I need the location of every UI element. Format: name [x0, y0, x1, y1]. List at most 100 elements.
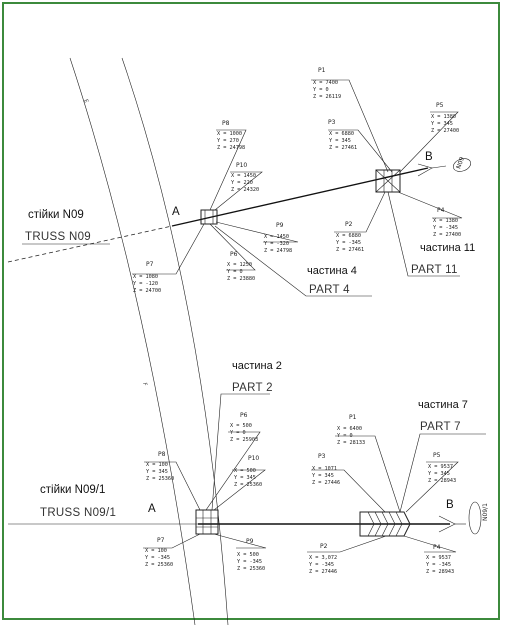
svg-text:Y = 270: Y = 270	[217, 138, 239, 144]
svg-text:Z = 27461: Z = 27461	[329, 145, 357, 151]
bottom-point-p8: P8 X = 100 Y = 345 Z = 25360	[146, 451, 174, 482]
bottom-part7-label: частина 7	[418, 399, 468, 411]
bottom-point-leaders	[143, 431, 459, 553]
svg-text:Y = 220: Y = 220	[231, 180, 253, 186]
svg-text:X = 100: X = 100	[145, 548, 167, 554]
svg-text:X = 7400: X = 7400	[313, 80, 338, 86]
svg-text:Y = -120: Y = -120	[133, 281, 158, 287]
svg-text:Z = 23880: Z = 23880	[227, 276, 255, 282]
top-part4-leader	[214, 225, 372, 297]
svg-text:X = 1380: X = 1380	[431, 114, 456, 120]
svg-text:Y = 0: Y = 0	[230, 430, 246, 436]
bottom-part2-sub: PART 2	[232, 382, 273, 394]
top-arrow-leader	[431, 165, 447, 169]
top-truss-label: стійки N09	[28, 209, 84, 221]
svg-text:Y = -345: Y = -345	[145, 555, 170, 561]
top-node-a-plate	[200, 209, 218, 225]
svg-text:Y = -345: Y = -345	[426, 562, 451, 568]
svg-text:X = 1450: X = 1450	[231, 173, 256, 179]
svg-text:X = 1080: X = 1080	[133, 274, 158, 280]
svg-text:X = 9537: X = 9537	[428, 464, 453, 470]
svg-text:P10: P10	[236, 162, 247, 169]
svg-text:Y = 0: Y = 0	[227, 269, 243, 275]
top-part11-sub: PART 11	[411, 264, 458, 276]
top-truss-sub: TRUSS N09	[25, 231, 91, 243]
svg-text:X = 3,072: X = 3,072	[309, 555, 337, 561]
svg-text:Z = 27446: Z = 27446	[312, 480, 340, 486]
bottom-truss-sub: TRUSS N09/1	[40, 507, 116, 519]
bottom-point-b: B	[446, 499, 454, 511]
svg-text:Z = 25360: Z = 25360	[237, 566, 265, 572]
bottom-point-p10: P10 X = 500 Y = 345 Z = 25360	[234, 455, 262, 488]
svg-text:P2: P2	[345, 221, 353, 228]
bottom-node-b-hatching	[367, 511, 403, 537]
bottom-node-a-plate	[195, 509, 219, 535]
svg-text:Z = 27400: Z = 27400	[431, 128, 459, 134]
svg-text:P1: P1	[318, 67, 326, 74]
svg-text:Y = 345: Y = 345	[234, 475, 256, 481]
svg-text:P6: P6	[230, 251, 238, 258]
svg-text:Z = 26119: Z = 26119	[313, 94, 341, 100]
bottom-end-mark-oval	[468, 501, 482, 535]
grid-axis-f-curve	[121, 57, 229, 625]
top-part11-label: частина 11	[420, 242, 475, 254]
svg-text:P8: P8	[222, 120, 230, 127]
bottom-point-p9: P9 X = 500 Y = -345 Z = 25360	[237, 538, 265, 572]
top-point-p2: P2 X = 6880 Y = -345 Z = 27461	[336, 221, 364, 253]
svg-text:Z = 25360: Z = 25360	[234, 482, 262, 488]
top-part4-sub: PART 4	[309, 284, 350, 296]
svg-text:P10: P10	[248, 455, 259, 462]
top-point-leaders	[132, 79, 463, 275]
svg-text:X = 1450: X = 1450	[264, 234, 289, 240]
svg-text:Z = 27446: Z = 27446	[309, 569, 337, 575]
svg-text:Z = 25903: Z = 25903	[230, 437, 258, 443]
bottom-part7-sub: PART 7	[420, 421, 461, 433]
svg-text:Y = 345: Y = 345	[428, 471, 450, 477]
bottom-truss-label: стійки N09/1	[40, 484, 105, 496]
svg-text:Z = 28943: Z = 28943	[428, 478, 456, 484]
drawing-frame	[2, 2, 500, 620]
svg-text:X = 1071: X = 1071	[312, 466, 337, 472]
grid-axis-e-curve	[69, 57, 196, 625]
svg-text:Y = 345: Y = 345	[431, 121, 453, 127]
bottom-point-p6: P6 X = 500 Y = 0 Z = 25903	[230, 412, 258, 443]
svg-text:X = 500: X = 500	[234, 468, 256, 474]
svg-text:Y = -345: Y = -345	[309, 562, 334, 568]
top-point-p6: P6 X = 1250 Y = 0 Z = 23880	[227, 251, 255, 282]
svg-text:P4: P4	[437, 207, 445, 214]
svg-text:X = 1000: X = 1000	[217, 131, 242, 137]
svg-text:Z = 24798: Z = 24798	[217, 145, 245, 151]
svg-text:X = 6400: X = 6400	[337, 426, 362, 432]
bottom-part2-leader	[211, 393, 270, 511]
top-end-mark-oval	[452, 158, 472, 172]
svg-text:Z = 25360: Z = 25360	[145, 562, 173, 568]
svg-text:X = 6880: X = 6880	[329, 131, 354, 137]
bottom-point-p3: P3 X = 1071 Y = 345 Z = 27446	[312, 453, 340, 486]
bottom-part7-leader	[399, 433, 486, 513]
bottom-point-p5: P5 X = 9537 Y = 345 Z = 28943	[428, 452, 456, 484]
top-end-mark: N09	[455, 156, 466, 170]
svg-text:P2: P2	[320, 543, 328, 550]
top-part11-leader	[387, 191, 460, 277]
svg-text:Z = 24700: Z = 24700	[133, 288, 161, 294]
svg-text:Z = 27400: Z = 27400	[433, 232, 461, 238]
svg-text:P1: P1	[349, 414, 357, 421]
svg-text:Y = -345: Y = -345	[433, 225, 458, 231]
svg-text:P7: P7	[157, 537, 165, 544]
svg-text:X = 1380: X = 1380	[433, 218, 458, 224]
top-truss-main-line	[171, 167, 429, 227]
svg-text:P9: P9	[246, 538, 254, 545]
svg-text:Z = 25360: Z = 25360	[146, 476, 174, 482]
svg-text:Y = 345: Y = 345	[329, 138, 351, 144]
svg-text:Y = -345: Y = -345	[237, 559, 262, 565]
bottom-part2-label: частина 2	[232, 360, 282, 372]
svg-text:X = 500: X = 500	[237, 552, 259, 558]
svg-text:Z = 24798: Z = 24798	[264, 248, 292, 254]
top-point-p3: P3 X = 6880 Y = 345 Z = 27461	[328, 119, 357, 151]
top-part4-label: частина 4	[307, 265, 357, 277]
top-point-a: A	[172, 206, 180, 218]
svg-text:P6: P6	[240, 412, 248, 419]
bottom-point-a: A	[148, 503, 156, 515]
bottom-point-p7: P7 X = 100 Y = -345 Z = 25360	[145, 537, 173, 568]
